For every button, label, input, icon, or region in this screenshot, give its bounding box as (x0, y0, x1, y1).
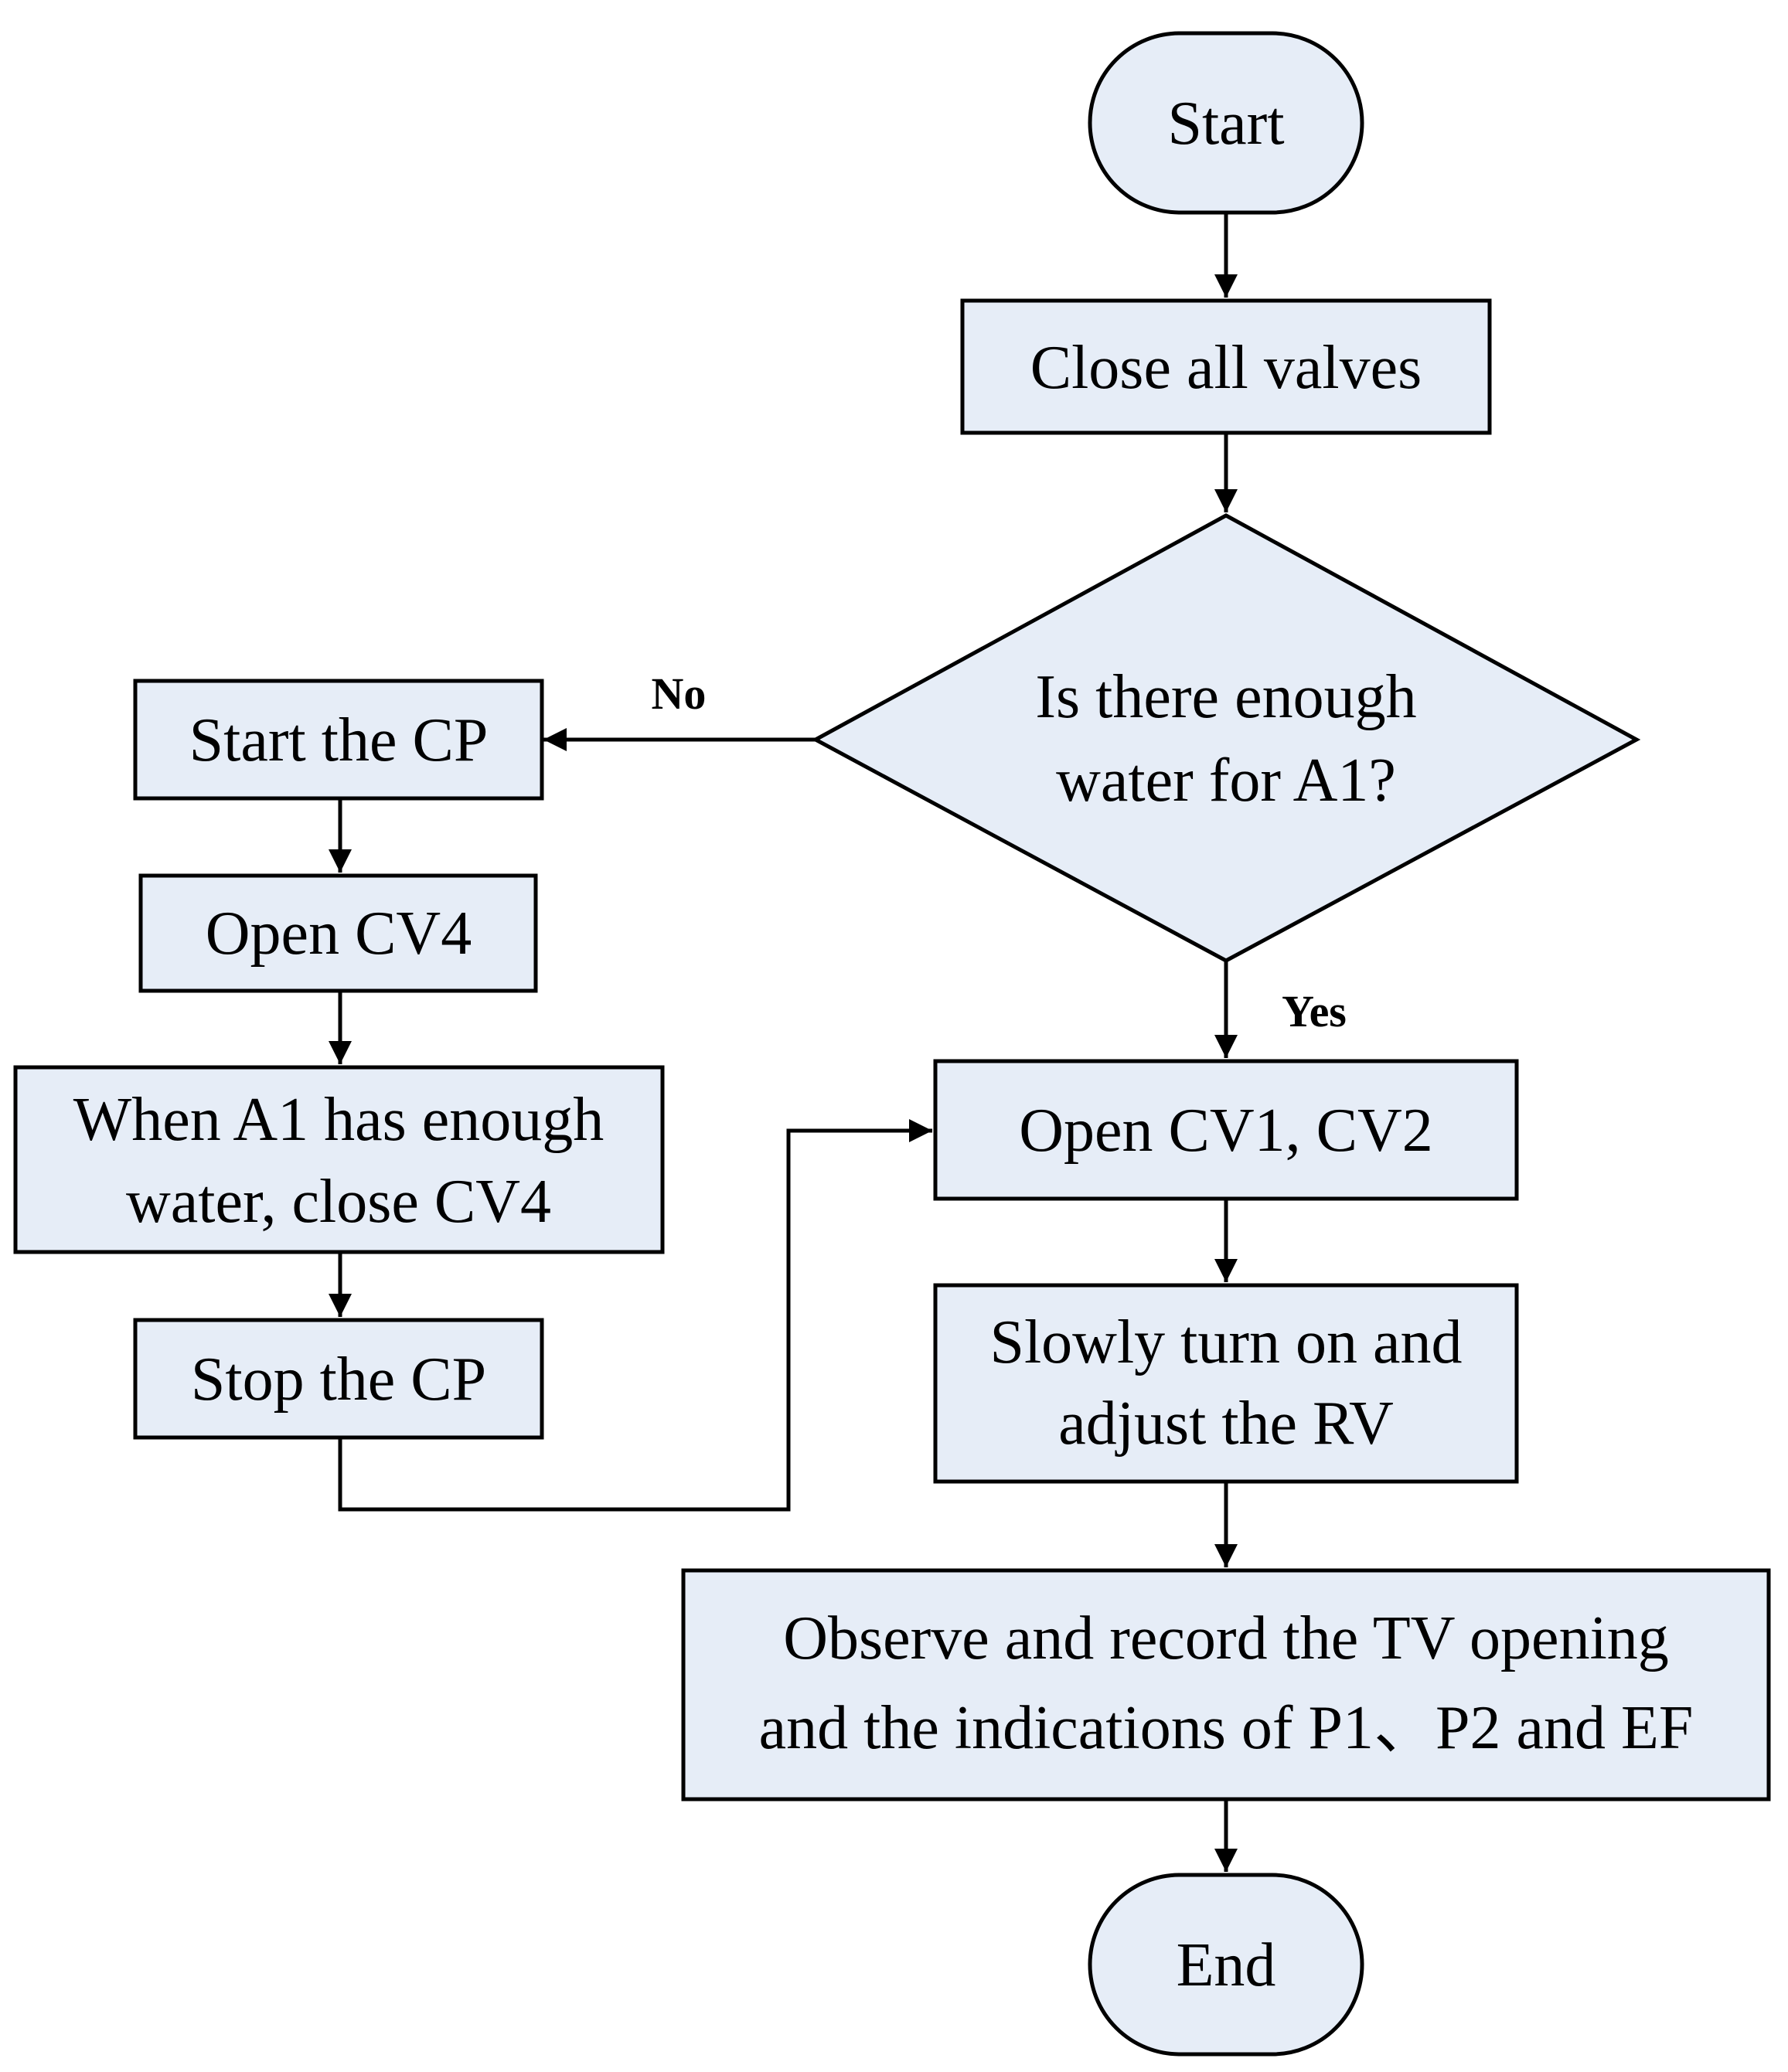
open-cv1-cv2-step: Open CV1, CV2 (933, 1059, 1519, 1201)
observe-step: Observe and record the TV opening and th… (681, 1568, 1771, 1802)
connectors (329, 213, 1238, 1872)
open-cv1-cv2-label: Open CV1, CV2 (1019, 1097, 1433, 1165)
start-node: Start (1088, 31, 1364, 215)
open-cv4-step: Open CV4 (138, 873, 538, 993)
start-cp-step: Start the CP (133, 679, 544, 801)
arrow-stopcp-to-opencv1 (338, 1119, 932, 1512)
close-cv4-line-2: water, close CV4 (126, 1168, 551, 1236)
no-label: No (652, 669, 707, 719)
decision-line-2: water for A1? (1056, 747, 1396, 815)
observe-line-1: Observe and record the TV opening (783, 1604, 1669, 1672)
close-cv4-step: When A1 has enough water, close CV4 (13, 1065, 665, 1254)
close-valves-step: Close all valves (960, 298, 1492, 435)
observe-line-2: and the indications of P1、P2 and EF (759, 1694, 1694, 1762)
close-valves-label: Close all valves (1030, 334, 1422, 402)
start-label: Start (1167, 90, 1284, 158)
open-cv4-label: Open CV4 (206, 900, 472, 968)
adjust-rv-step: Slowly turn on and adjust the RV (933, 1283, 1519, 1484)
yes-label: Yes (1282, 986, 1347, 1036)
stop-cp-label: Stop the CP (191, 1346, 486, 1414)
adjust-rv-line-2: adjust the RV (1058, 1390, 1394, 1458)
adjust-rv-line-1: Slowly turn on and (989, 1308, 1462, 1376)
close-cv4-line-1: When A1 has enough (73, 1086, 605, 1154)
water-decision: Is there enough water for A1? (811, 513, 1641, 963)
end-node: End (1088, 1873, 1364, 2057)
start-cp-label: Start the CP (189, 706, 489, 774)
decision-line-1: Is there enough (1035, 663, 1416, 731)
end-label: End (1177, 1931, 1276, 1999)
stop-cp-step: Stop the CP (133, 1318, 544, 1440)
